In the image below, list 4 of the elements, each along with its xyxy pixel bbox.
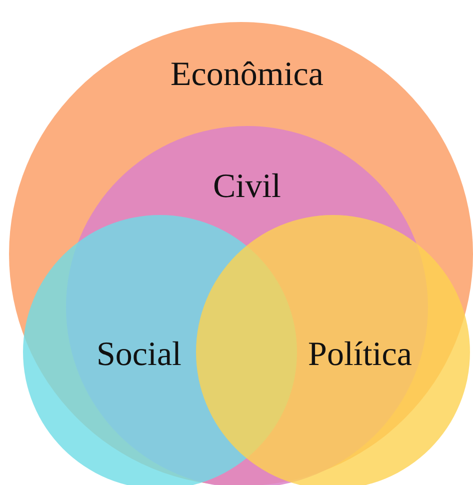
circle-label: Civil xyxy=(212,168,282,206)
circle-label: Econômica xyxy=(170,56,324,94)
circle-label: Política xyxy=(308,336,412,374)
circle-label: Social xyxy=(96,336,182,374)
